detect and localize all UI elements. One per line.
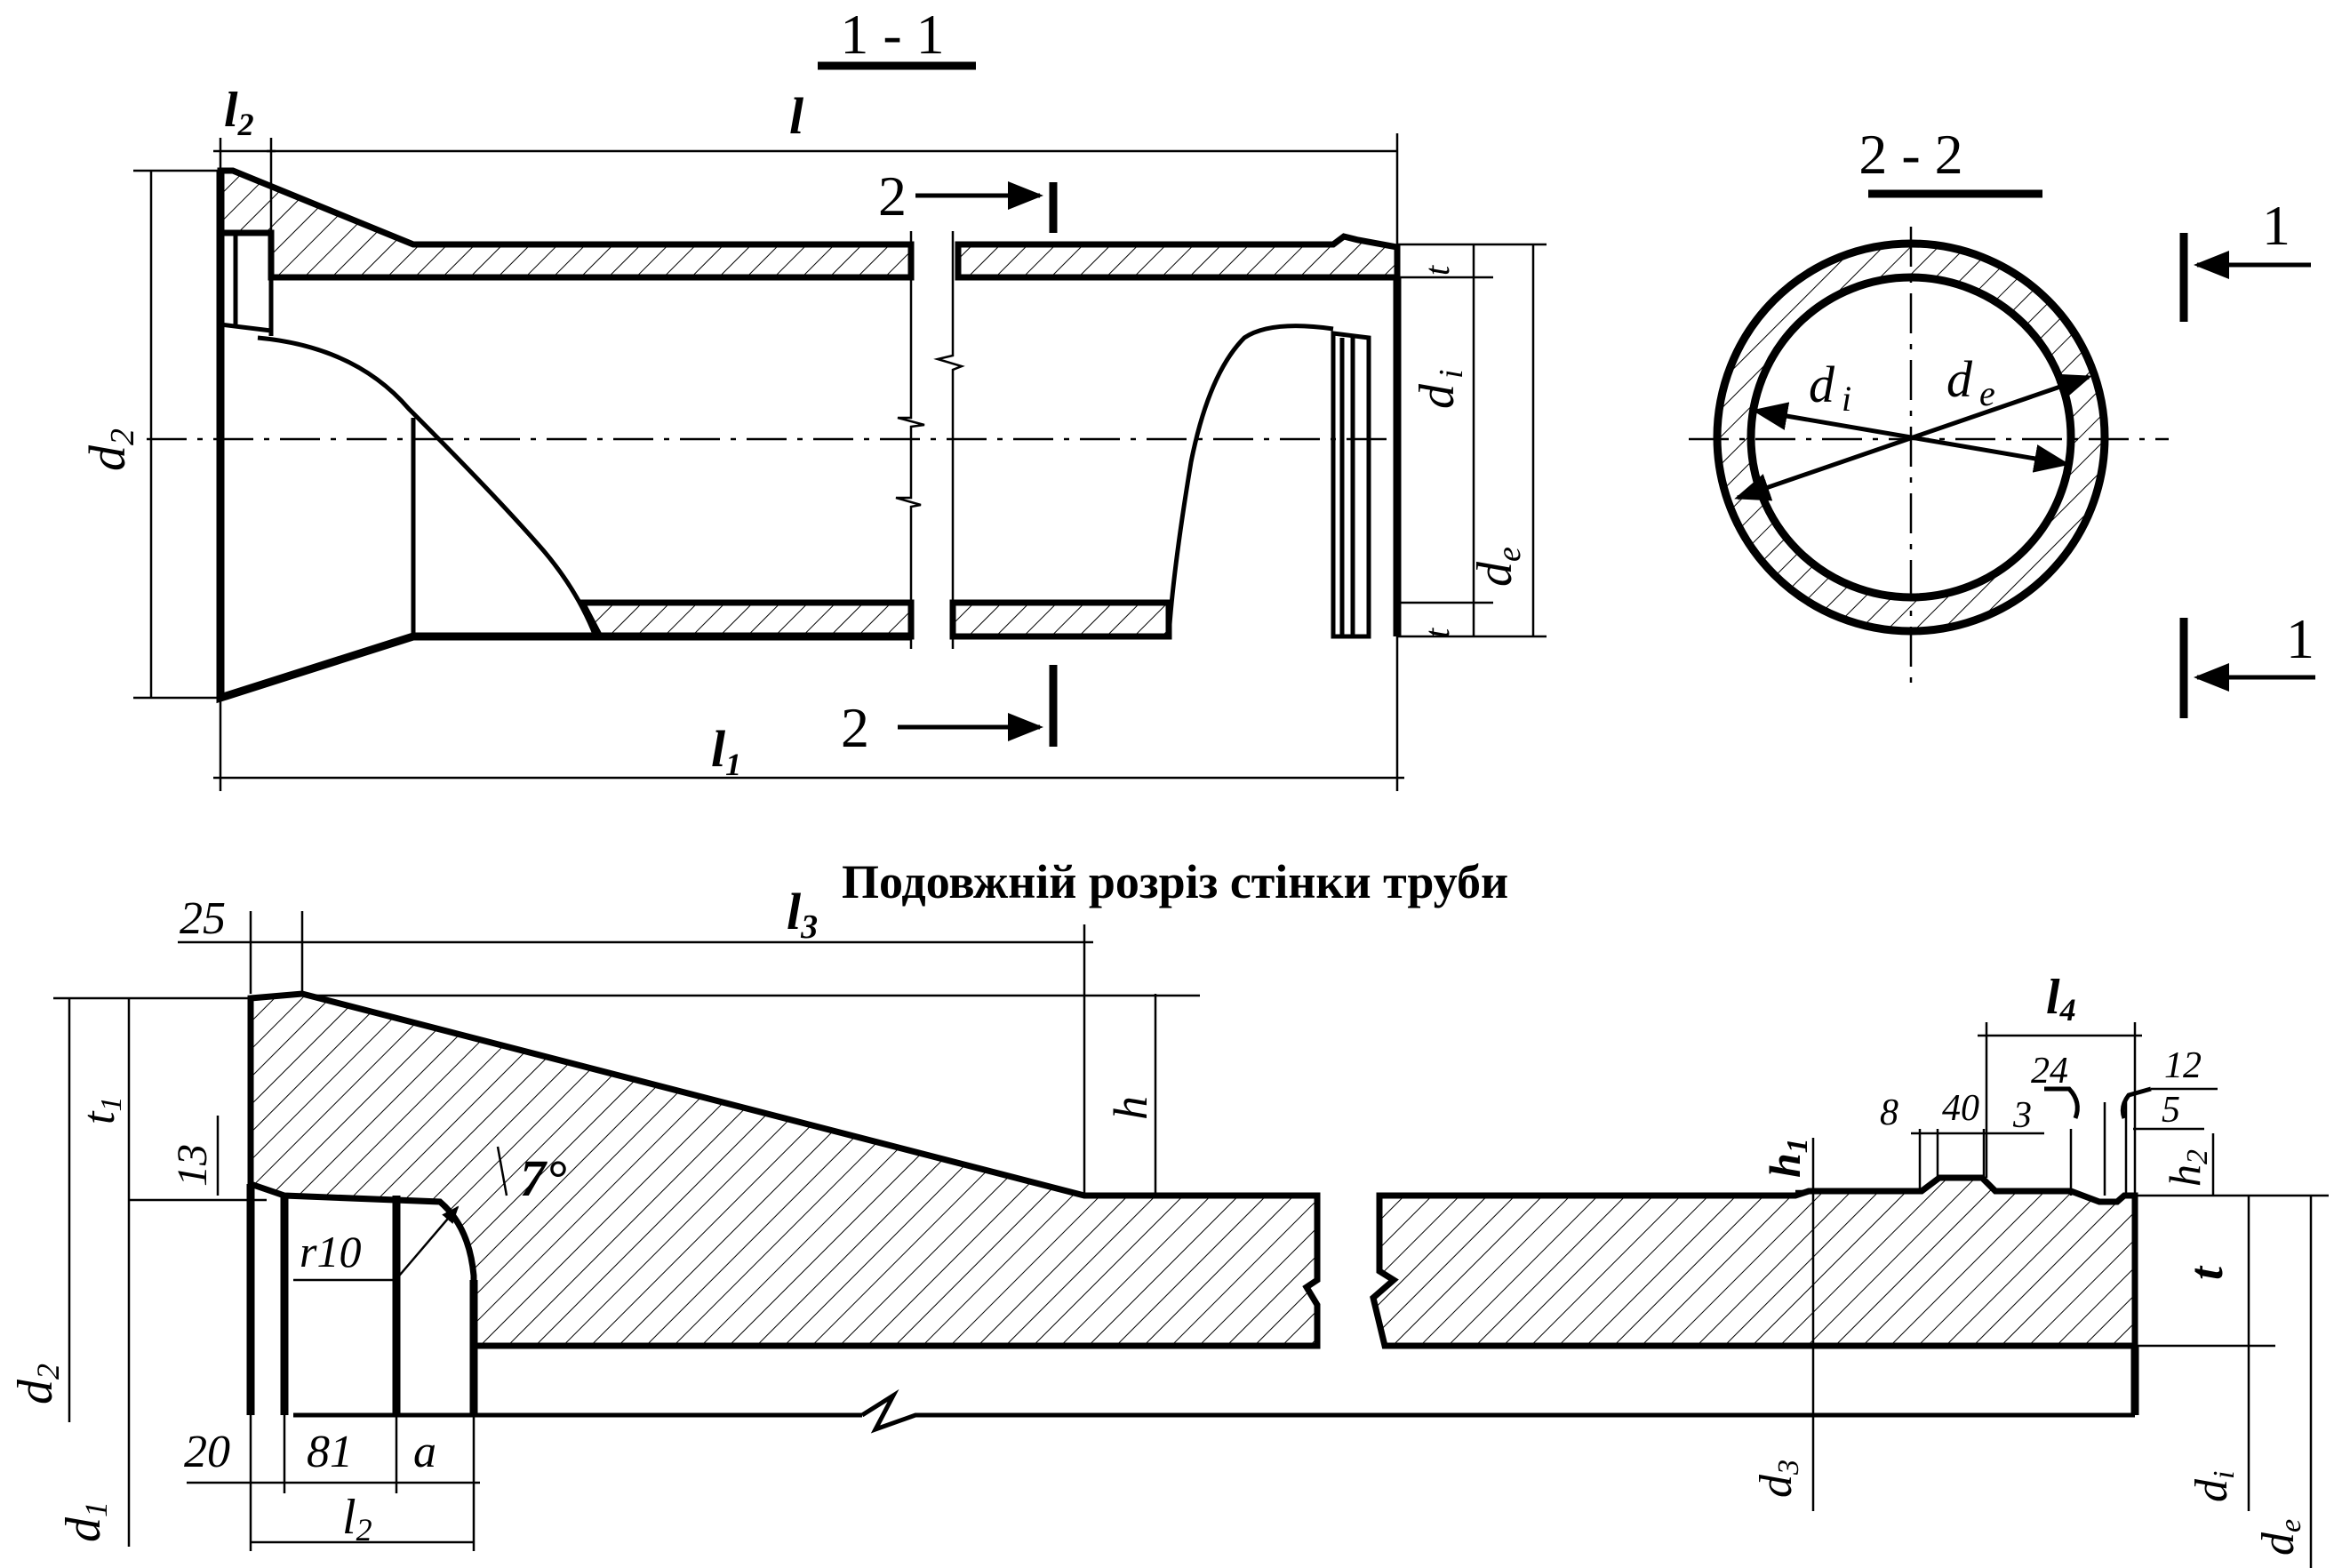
cut-2-bottom-label: 2 (841, 696, 869, 759)
dim-h2-label: h2 (2160, 1149, 2214, 1187)
dim-a-label: a (413, 1427, 436, 1477)
dim-de-arrow (1734, 373, 2092, 501)
dim-de-section-label: de (2253, 1519, 2307, 1556)
dim-12-label: 12 (2164, 1045, 2202, 1086)
dim-81-label: 81 (307, 1427, 353, 1477)
cutaway-curve-right (1166, 324, 1334, 637)
spigot-rings (1331, 331, 1371, 639)
dim-40-label: 40 (1942, 1088, 1979, 1129)
dim-d3-label: d3 (1751, 1460, 1805, 1498)
longitudinal-wall-section: Подовжній розріз стінки труби 25 l3 h (8, 855, 2329, 1568)
dim-d2-label: d2 (78, 428, 141, 471)
socket-outline-bottom (216, 171, 911, 704)
dim-h1-label: h1 (1760, 1138, 1814, 1178)
socket-wall-top (217, 167, 915, 281)
socket-wall-section (247, 990, 1321, 1349)
spigot-wall-section (1370, 1174, 2138, 1349)
break-line-right (933, 231, 965, 649)
cut-2-top-label: 2 (878, 164, 907, 228)
dim-l4-label: l4 (2046, 970, 2076, 1028)
dim-t1-label: t1 (74, 1097, 128, 1124)
dim-t-top-label: t (1417, 265, 1457, 276)
section-1-1-view: 1 - 1 2 2 l (78, 3, 1547, 791)
dim-l2-section-label: l2 (342, 1490, 372, 1548)
cut-1-top-label: 1 (2262, 194, 2290, 257)
dim-t-bottom-label: t (1417, 628, 1457, 638)
dim-di-section-label: di (2186, 1471, 2241, 1502)
cutaway-curve-left (257, 335, 598, 637)
pipe-wall-bottom-left (577, 599, 915, 640)
pipe-wall-bottom-right (949, 599, 1172, 640)
dim-h-label: h (1104, 1096, 1157, 1120)
dim-24-label: 24 (2031, 1051, 2068, 1092)
dim-d2-section-label: d2 (8, 1364, 66, 1404)
section-1-1-label: 1 - 1 (840, 3, 944, 66)
dim-di-label: di (1410, 369, 1470, 409)
dim-25-label: 25 (180, 893, 226, 944)
pipe-wall-top-right (955, 233, 1401, 281)
dim-13-label: 13 (169, 1144, 216, 1187)
drawing-title: Подовжній розріз стінки труби (842, 855, 1508, 908)
break-line-left (895, 231, 925, 649)
angle-7-label: 7° (520, 1149, 566, 1207)
dim-5-label: 5 (2162, 1090, 2180, 1131)
dim-d1-label: d1 (56, 1501, 114, 1542)
dim-20-label: 20 (184, 1427, 230, 1477)
dim-l1-label: l1 (711, 720, 741, 782)
dim-t-section-label: t (2179, 1265, 2233, 1280)
dim-l-label: l (789, 87, 804, 145)
section-2-2-label: 2 - 2 (1858, 123, 1962, 186)
dim-8-label: 8 (1880, 1092, 1898, 1133)
dim-l2-label: l2 (224, 83, 254, 142)
dim-l3-label: l3 (787, 883, 818, 946)
dim-3-label: 3 (2012, 1095, 2032, 1136)
radius-r10-label: r10 (300, 1227, 361, 1276)
dim-de-label: de (1467, 547, 1528, 587)
bottom-break-line (860, 1388, 2135, 1434)
cut-1-bottom-label: 1 (2286, 607, 2314, 670)
